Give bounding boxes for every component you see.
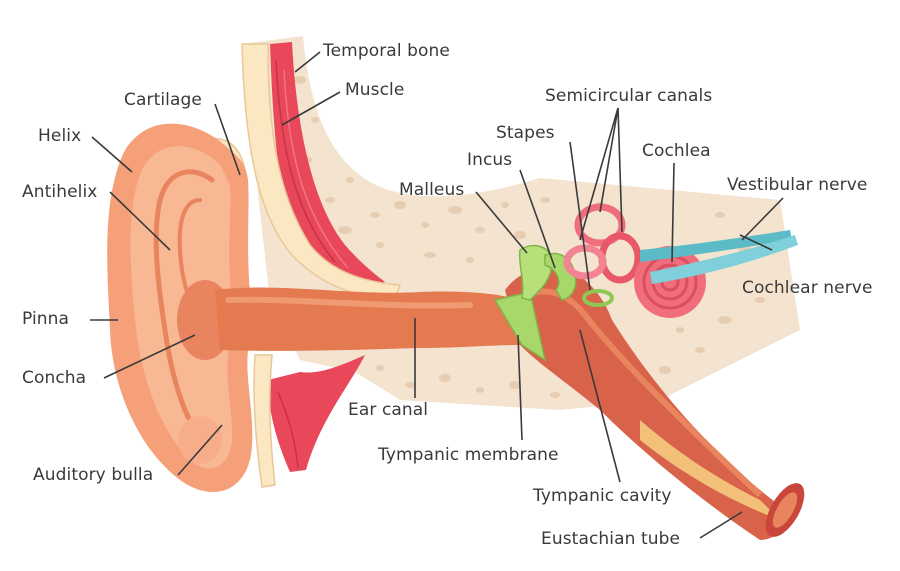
tympanic-cavity: [505, 266, 787, 540]
leader-helix: [91, 136, 133, 173]
leader-semicircular-canals-1: [579, 107, 619, 241]
vestibular-nerve-shape: [640, 230, 792, 262]
leader-semicircular-canals-2: [599, 107, 619, 213]
leader-tympanic-cavity: [579, 329, 621, 483]
leader-stapes: [569, 141, 591, 291]
leader-antihelix: [109, 191, 171, 251]
label-cochlear-nerve: Cochlear nerve: [742, 278, 873, 298]
pinna: [107, 123, 253, 493]
label-muscle: Muscle: [345, 80, 405, 100]
leader-vestibular-nerve: [741, 197, 784, 241]
label-cartilage: Cartilage: [124, 90, 202, 110]
label-tympanic-membrane: Tympanic membrane: [378, 445, 559, 465]
label-stapes: Stapes: [496, 123, 555, 143]
label-temporal-bone: Temporal bone: [323, 41, 450, 61]
leader-eustachian-tube: [699, 511, 743, 539]
label-concha: Concha: [22, 368, 87, 388]
eustachian-tube: [640, 420, 805, 537]
leader-auditory-bulla: [177, 424, 223, 476]
label-cochlea: Cochlea: [642, 141, 711, 161]
label-malleus: Malleus: [399, 180, 465, 200]
tympanic-membrane: [493, 291, 547, 362]
label-eustachian-tube: Eustachian tube: [541, 529, 681, 549]
leader-cochlear-nerve: [739, 234, 773, 251]
leader-lines: [90, 51, 784, 539]
label-auditory-bulla: Auditory bulla: [33, 465, 154, 485]
nerves: [640, 230, 798, 284]
leader-cochlea: [671, 162, 675, 263]
label-tympanic-cavity: Tympanic cavity: [533, 486, 672, 506]
malleus: [518, 244, 553, 301]
leader-incus: [519, 169, 556, 269]
label-vestibular-nerve: Vestibular nerve: [727, 175, 868, 195]
label-pinna: Pinna: [22, 309, 70, 329]
label-helix: Helix: [38, 126, 82, 146]
label-semicircular-canals: Semicircular canals: [545, 86, 713, 106]
label-incus: Incus: [467, 150, 513, 170]
stapes: [582, 289, 614, 307]
leader-concha: [103, 334, 196, 379]
leader-tympanic-membrane: [517, 334, 523, 441]
leader-temporal-bone: [294, 51, 321, 73]
cochlear-nerve-shape: [650, 235, 798, 284]
leader-muscle: [281, 91, 341, 126]
label-antihelix: Antihelix: [22, 182, 98, 202]
ear-canal: [215, 287, 520, 351]
leader-semicircular-canals-3: [617, 107, 623, 233]
label-ear-canal: Ear canal: [348, 400, 429, 420]
leader-malleus: [475, 191, 528, 254]
leader-cartilage: [214, 103, 241, 176]
